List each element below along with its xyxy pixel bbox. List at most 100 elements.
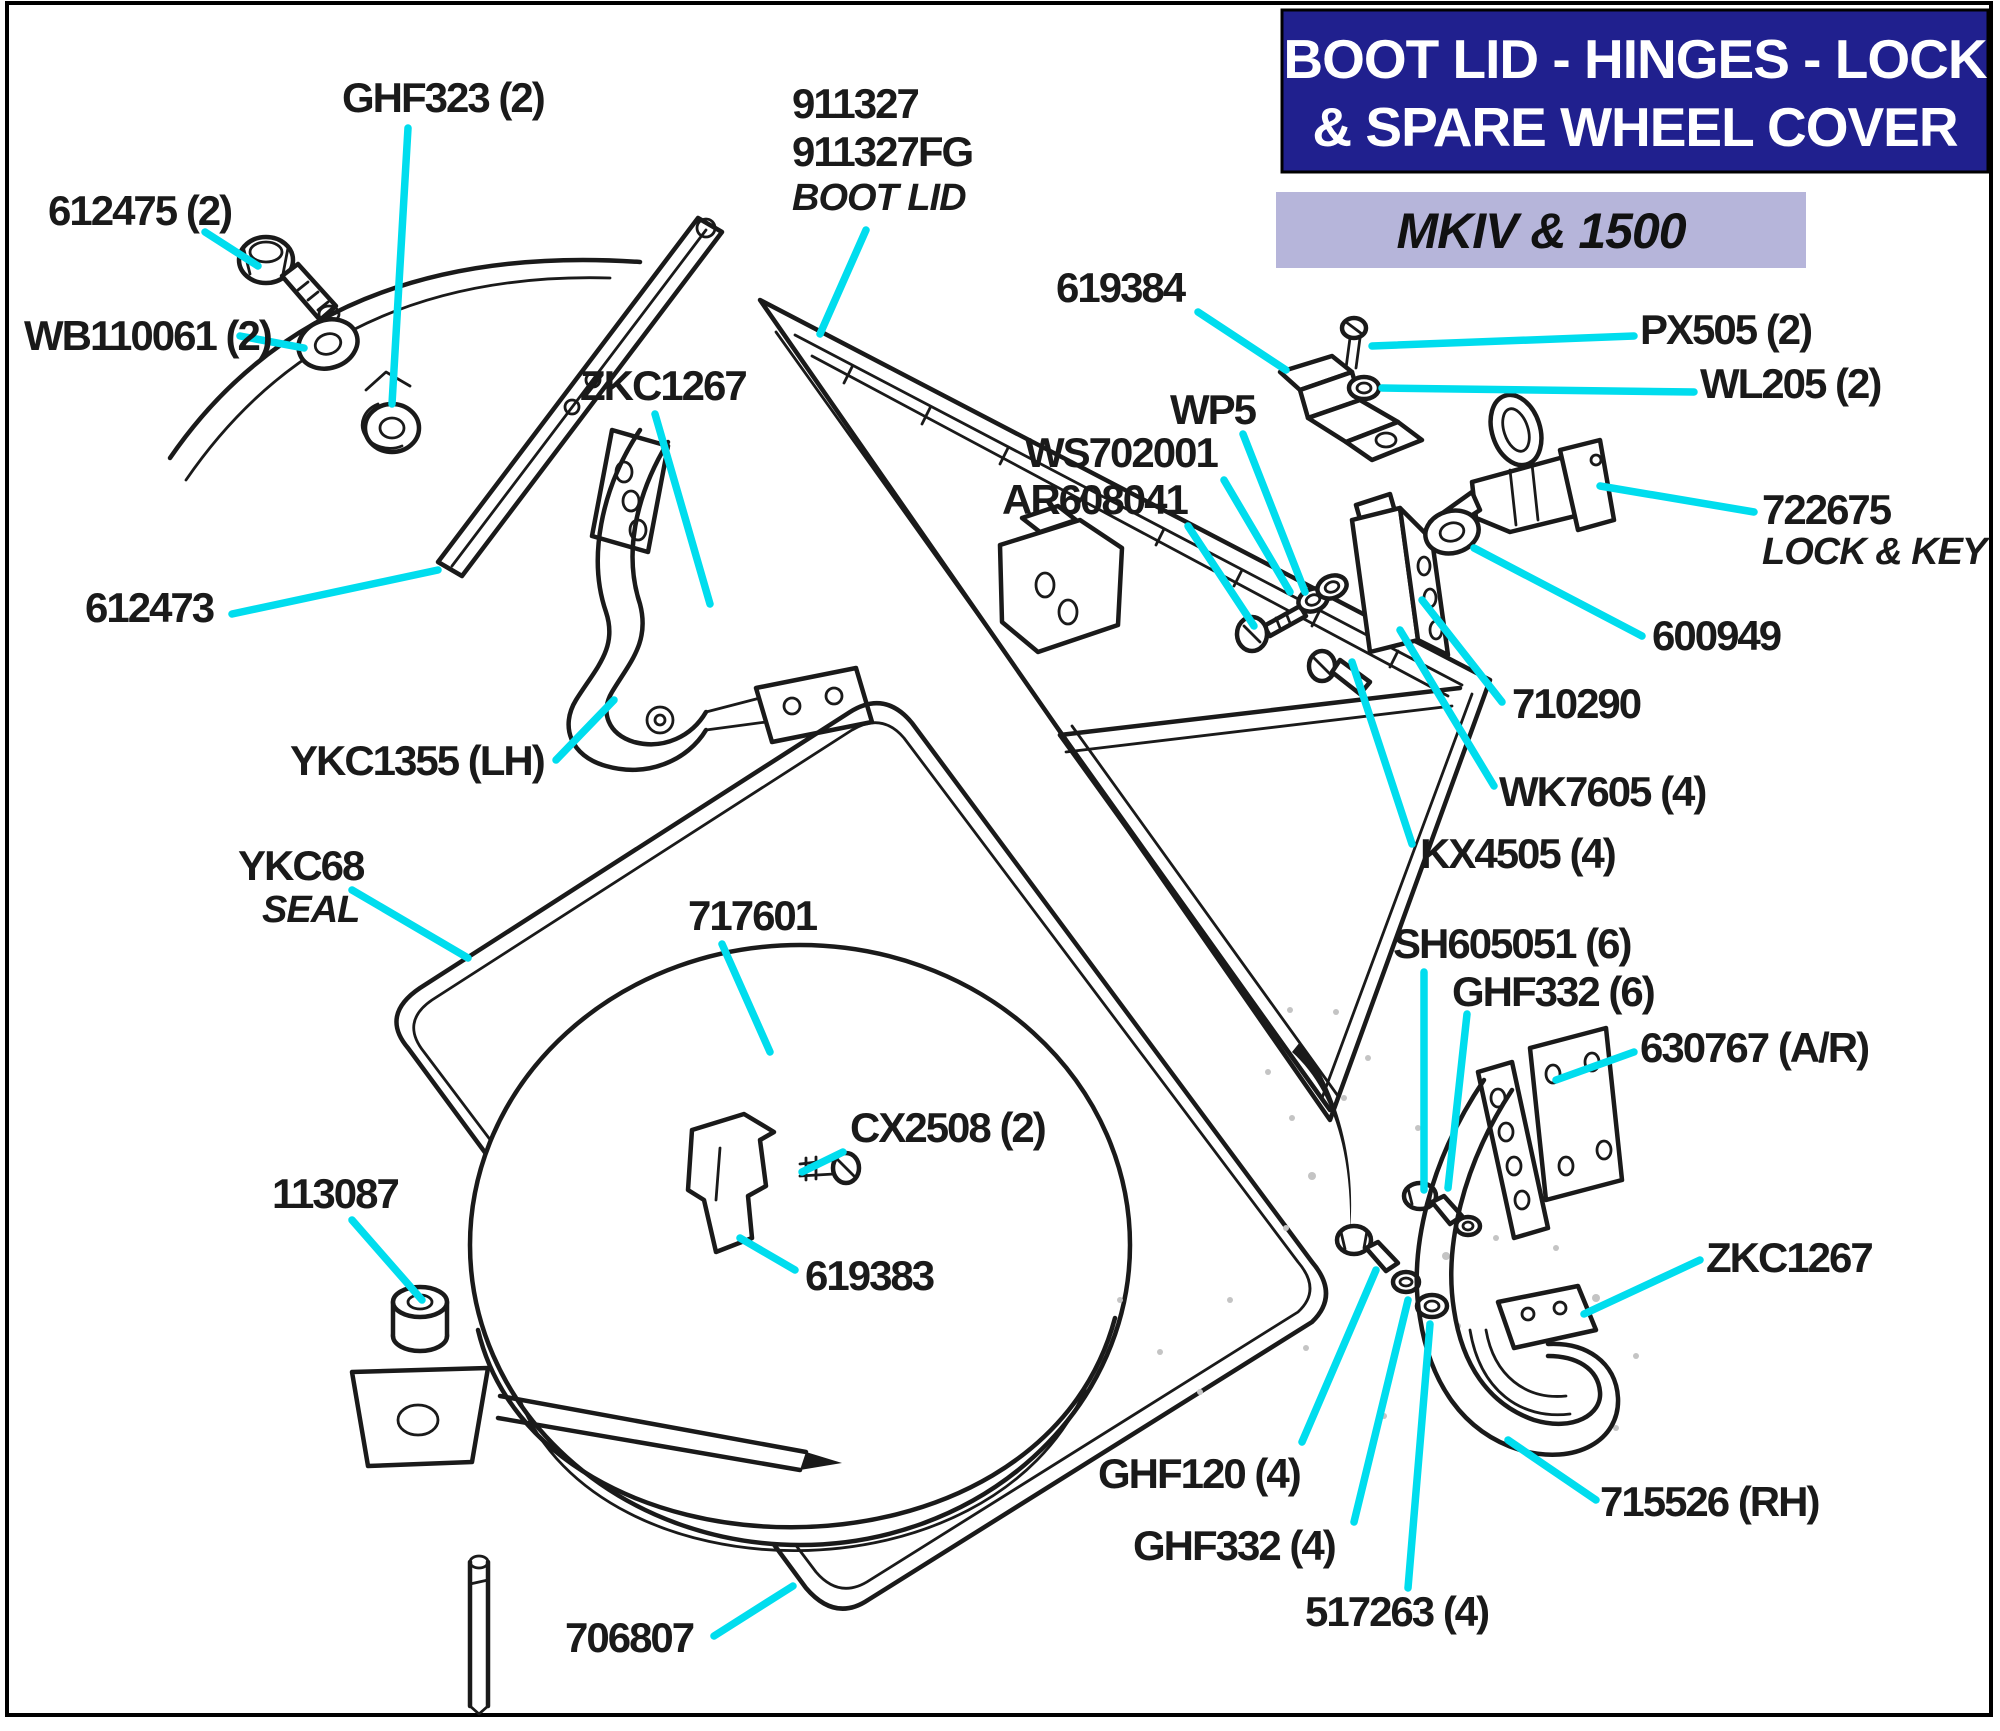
label-722675: 722675 (1762, 486, 1892, 533)
grommet-113087-drawing (349, 1284, 491, 1469)
label-706807: 706807 (565, 1614, 694, 1661)
label-517263: 517263 (4) (1305, 1588, 1488, 1635)
leader-619384 (1194, 308, 1290, 374)
label-zkc1267-upper: ZKC1267 (580, 362, 746, 409)
pad-plate-zkc1267-drawing (1495, 1283, 1599, 1351)
leader-600949 (1470, 544, 1646, 640)
leader-612475 (201, 228, 262, 270)
leader-619383 (736, 1234, 799, 1274)
label-ykc68: YKC68 (238, 842, 365, 889)
label-wk7605: WK7605 (4) (1499, 768, 1705, 815)
label-lock-key-caption: LOCK & KEY (1762, 531, 1991, 573)
leader-wk7605 (1396, 626, 1498, 790)
prop-rod-arc-drawing (167, 257, 643, 482)
leader-113087 (348, 1216, 426, 1304)
seal-frame-ykc68-drawing (394, 701, 1329, 1611)
clip-619383-drawing (685, 1111, 777, 1255)
label-cx2508: CX2508 (2) (850, 1104, 1045, 1151)
leader-630767 (1552, 1048, 1638, 1084)
leader-ghf323 (388, 124, 412, 408)
leader-911327 (816, 226, 870, 338)
label-boot-lid-caption: BOOT LID (792, 177, 966, 219)
part-labels: GHF323 (2) 911327 911327FG BOOT LID 6124… (24, 74, 1992, 1661)
leader-722675 (1596, 482, 1758, 516)
boot-lid-drawing (757, 297, 1493, 1123)
leader-zkc1267-upper (651, 410, 714, 608)
screw-px505-drawing (1339, 315, 1369, 370)
boot-lid-hatching (842, 365, 1400, 669)
jack-handle-drawing (495, 1393, 842, 1473)
label-ghf332-four: GHF332 (4) (1133, 1522, 1335, 1569)
leader-706807 (710, 1582, 797, 1640)
label-zkc1267-lower: ZKC1267 (1706, 1234, 1872, 1281)
bolt-sh605051-drawing (1401, 1180, 1483, 1238)
label-715526: 715526 (RH) (1600, 1478, 1818, 1525)
leader-ar608041 (1184, 522, 1258, 630)
label-ykc1355: YKC1355 (LH) (290, 737, 544, 784)
page-border (5, 1, 1993, 1717)
striker-bracket-619384-drawing (1277, 353, 1425, 463)
label-ghf332-six: GHF332 (6) (1452, 968, 1654, 1015)
label-ghf120: GHF120 (4) (1098, 1450, 1300, 1497)
hex-bolt-612475-drawing (236, 234, 341, 324)
label-wp5: WP5 (1170, 386, 1257, 433)
label-wl205: WL205 (2) (1700, 360, 1880, 407)
header: BOOT LID - HINGES - LOCK & SPARE WHEEL C… (1276, 8, 1990, 268)
leader-wl205 (1378, 384, 1698, 396)
support-rail-612473-drawing (435, 215, 725, 579)
title-line2: & SPARE WHEEL COVER (1312, 96, 1957, 158)
leader-wb110061 (236, 332, 308, 352)
leader-lines (201, 124, 1758, 1640)
label-612473: 612473 (85, 584, 214, 631)
label-ws702001: WS702001 (1025, 429, 1218, 476)
label-612475: 612475 (2) (48, 187, 231, 234)
leader-715526 (1504, 1436, 1600, 1504)
label-717601: 717601 (688, 892, 818, 939)
label-wb110061: WB110061 (2) (24, 312, 271, 359)
label-911327: 911327 (792, 80, 918, 127)
label-911327fg: 911327FG (792, 128, 972, 175)
screw-kx4505-drawing (1306, 648, 1373, 697)
label-630767: 630767 (A/R) (1640, 1024, 1868, 1071)
label-619384: 619384 (1056, 264, 1187, 311)
leader-cx2508 (798, 1148, 847, 1176)
washer-wb110061-drawing (296, 317, 360, 371)
leader-ykc1355 (552, 696, 618, 764)
right-hinge-715526-drawing (1414, 1059, 1621, 1457)
subtitle-box (1276, 192, 1806, 268)
label-600949: 600949 (1652, 612, 1781, 659)
subtitle-text: MKIV & 1500 (1396, 203, 1686, 259)
title-line1: BOOT LID - HINGES - LOCK (1283, 28, 1987, 90)
label-619383: 619383 (805, 1252, 934, 1299)
washer-wl205-drawing (1346, 374, 1382, 402)
leader-px505 (1368, 332, 1638, 350)
leader-717601 (718, 940, 774, 1056)
label-ar608041: AR608041 (1002, 476, 1188, 523)
label-kx4505: KX4505 (4) (1420, 830, 1615, 877)
leader-ws702001 (1220, 476, 1294, 596)
leader-612473 (228, 566, 442, 618)
bolt-ghf120-drawing (1334, 1223, 1450, 1320)
latch-plate-drawing (997, 503, 1125, 655)
leader-ghf332-four (1350, 1296, 1412, 1526)
escutcheon-600949-drawing (1423, 508, 1481, 556)
label-710290: 710290 (1512, 680, 1641, 727)
rod-706807-drawing (467, 1554, 491, 1716)
leader-517263 (1404, 1320, 1434, 1592)
wheel-cover-717601-drawing (467, 942, 1133, 1552)
leader-ykc68 (348, 886, 472, 962)
corner-curl-shadow (1117, 1007, 1639, 1431)
leader-ghf332-six (1444, 1010, 1471, 1192)
leader-ghf120 (1298, 1266, 1380, 1446)
leader-zkc1267-lower (1580, 1256, 1704, 1318)
label-113087: 113087 (272, 1170, 398, 1217)
clip-ghf323-drawing (360, 370, 422, 455)
leader-kx4505 (1348, 658, 1416, 848)
title-box (1280, 8, 1990, 174)
label-seal-caption: SEAL (262, 889, 359, 931)
leader-wp5 (1239, 430, 1309, 596)
plate-630767-drawing (1527, 1025, 1625, 1203)
label-sh605051: SH605051 (6) (1393, 920, 1631, 967)
